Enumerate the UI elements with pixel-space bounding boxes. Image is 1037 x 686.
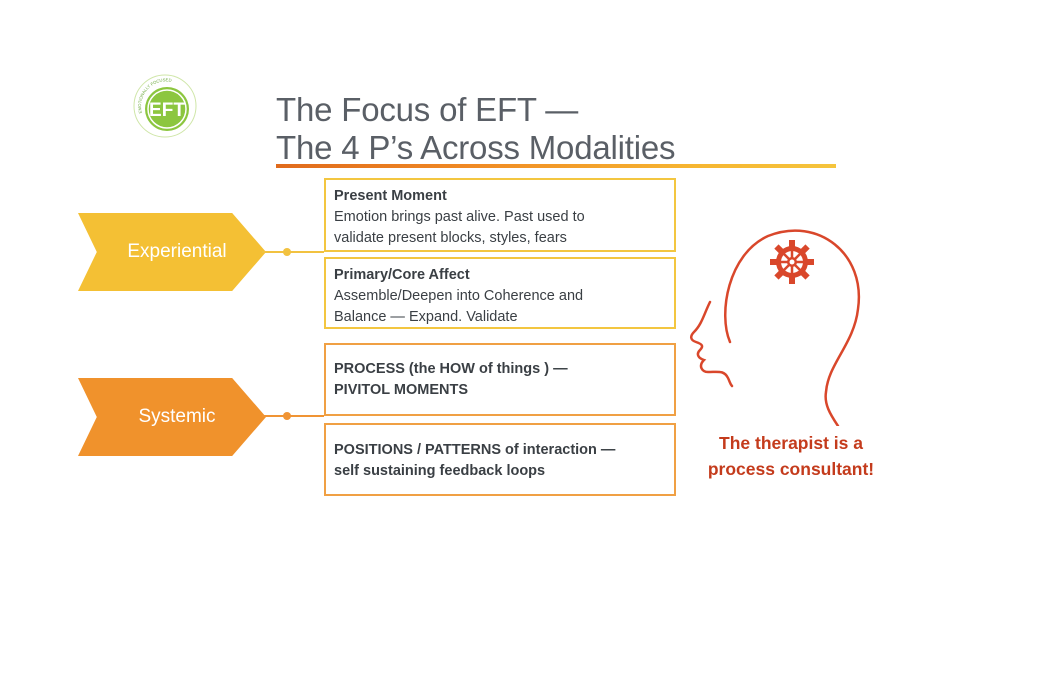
connector-dot bbox=[283, 412, 291, 420]
connector-dot bbox=[283, 248, 291, 256]
chevron-systemic: Systemic bbox=[78, 378, 266, 456]
title-underline bbox=[276, 164, 836, 168]
title-line-1: The Focus of EFT — bbox=[276, 91, 578, 129]
logo-text: EFT bbox=[149, 100, 185, 121]
title-line-2: The 4 P’s Across Modalities bbox=[276, 129, 675, 167]
chevron-experiential: Experiential bbox=[78, 213, 266, 291]
box-heading: Present Moment bbox=[334, 186, 666, 207]
head-with-gear-icon bbox=[688, 214, 868, 426]
connector-experiential bbox=[262, 251, 324, 253]
consultant-line-1: The therapist is a bbox=[686, 430, 896, 456]
box-process: PROCESS (the HOW of things ) — PIVITOL M… bbox=[324, 343, 676, 416]
consultant-caption: The therapist is a process consultant! bbox=[686, 430, 896, 482]
box-text: Emotion brings past alive. Past used to … bbox=[334, 207, 666, 249]
chevron-label: Experiential bbox=[117, 241, 226, 263]
box-text: PROCESS (the HOW of things ) — PIVITOL M… bbox=[334, 359, 666, 401]
box-text: Assemble/Deepen into Coherence and Balan… bbox=[334, 286, 666, 328]
box-present-moment: Present Moment Emotion brings past alive… bbox=[324, 178, 676, 252]
chevron-label: Systemic bbox=[128, 406, 215, 428]
box-text: POSITIONS / PATTERNS of interaction — se… bbox=[334, 440, 666, 482]
box-primary-core-affect: Primary/Core Affect Assemble/Deepen into… bbox=[324, 257, 676, 329]
box-positions-patterns: POSITIONS / PATTERNS of interaction — se… bbox=[324, 423, 676, 496]
gear-icon bbox=[770, 240, 814, 284]
eft-logo: EFT EMOTIONALLY FOCUSED THERAPY bbox=[132, 73, 198, 139]
connector-systemic bbox=[262, 415, 324, 417]
box-heading: Primary/Core Affect bbox=[334, 265, 666, 286]
consultant-line-2: process consultant! bbox=[686, 456, 896, 482]
